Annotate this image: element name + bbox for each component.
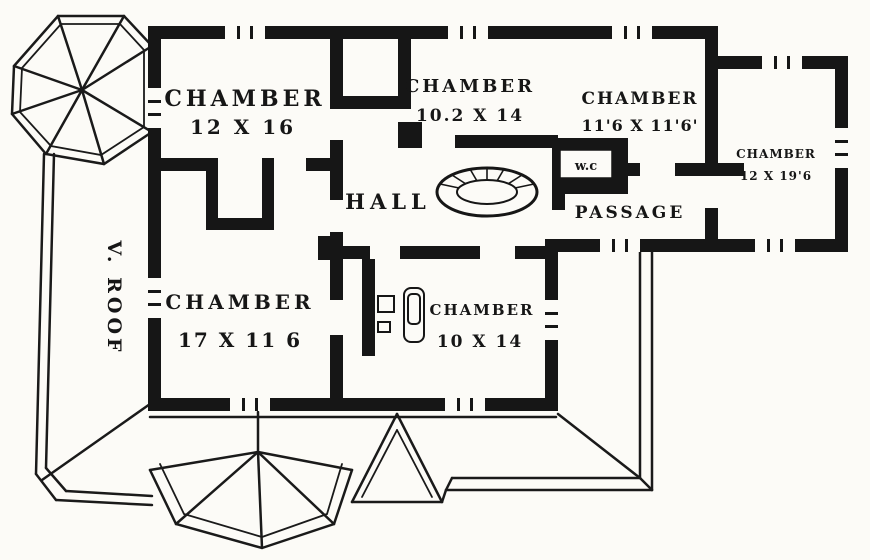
stair-treads bbox=[439, 168, 535, 189]
room-label-chamber-top-left: CHAMBER bbox=[164, 86, 325, 112]
room-dims-chamber-far-right: 12 X 19'6 bbox=[740, 169, 812, 183]
wc-box bbox=[559, 149, 613, 179]
room-label-chamber-bottom-middle: CHAMBER bbox=[430, 301, 535, 319]
bath-fixtures bbox=[377, 287, 425, 343]
room-label-passage: PASSAGE bbox=[575, 203, 686, 223]
porch-bay-roof bbox=[148, 410, 354, 550]
tower-roof bbox=[10, 14, 154, 166]
room-labels: CHAMBER 12 X 16 CHAMBER 10.2 X 14 CHAMBE… bbox=[103, 76, 816, 356]
room-dims-chamber-top-left: 12 X 16 bbox=[190, 115, 296, 139]
window bbox=[612, 26, 652, 39]
room-label-chamber-far-right: CHAMBER bbox=[736, 147, 816, 161]
gable-roof bbox=[350, 412, 444, 504]
room-dims-chamber-bottom-middle: 10 X 14 bbox=[437, 332, 523, 352]
veranda-roof-label: V. ROOF bbox=[103, 239, 125, 355]
windows bbox=[148, 26, 848, 411]
window bbox=[755, 239, 795, 252]
room-dims-chamber-top-right: 11'6 X 11'6' bbox=[581, 116, 698, 135]
room-dims-chamber-bottom-left: 17 X 11 6 bbox=[178, 328, 302, 352]
window bbox=[148, 278, 161, 318]
window bbox=[225, 26, 265, 39]
room-label-chamber-top-right: CHAMBER bbox=[581, 89, 698, 109]
room-label-chamber-top-middle: CHAMBER bbox=[405, 76, 535, 97]
window bbox=[545, 300, 558, 340]
room-label-chamber-bottom-left: CHAMBER bbox=[165, 290, 314, 314]
wc-room: w.c bbox=[559, 149, 613, 179]
window bbox=[148, 88, 161, 128]
left-veranda-roof bbox=[34, 152, 152, 502]
room-label-wc: w.c bbox=[574, 159, 597, 174]
window bbox=[448, 26, 488, 39]
room-dims-chamber-top-middle: 10.2 X 14 bbox=[416, 106, 524, 126]
window bbox=[600, 239, 640, 252]
room-label-hall: HALL bbox=[345, 189, 431, 214]
roof-lines bbox=[10, 14, 654, 550]
window bbox=[835, 128, 848, 168]
spiral-stair bbox=[435, 166, 539, 218]
window bbox=[445, 398, 485, 411]
bottom-right-roof bbox=[440, 250, 654, 504]
bottom-veranda-roof bbox=[54, 415, 558, 507]
window bbox=[230, 398, 270, 411]
window bbox=[762, 56, 802, 69]
